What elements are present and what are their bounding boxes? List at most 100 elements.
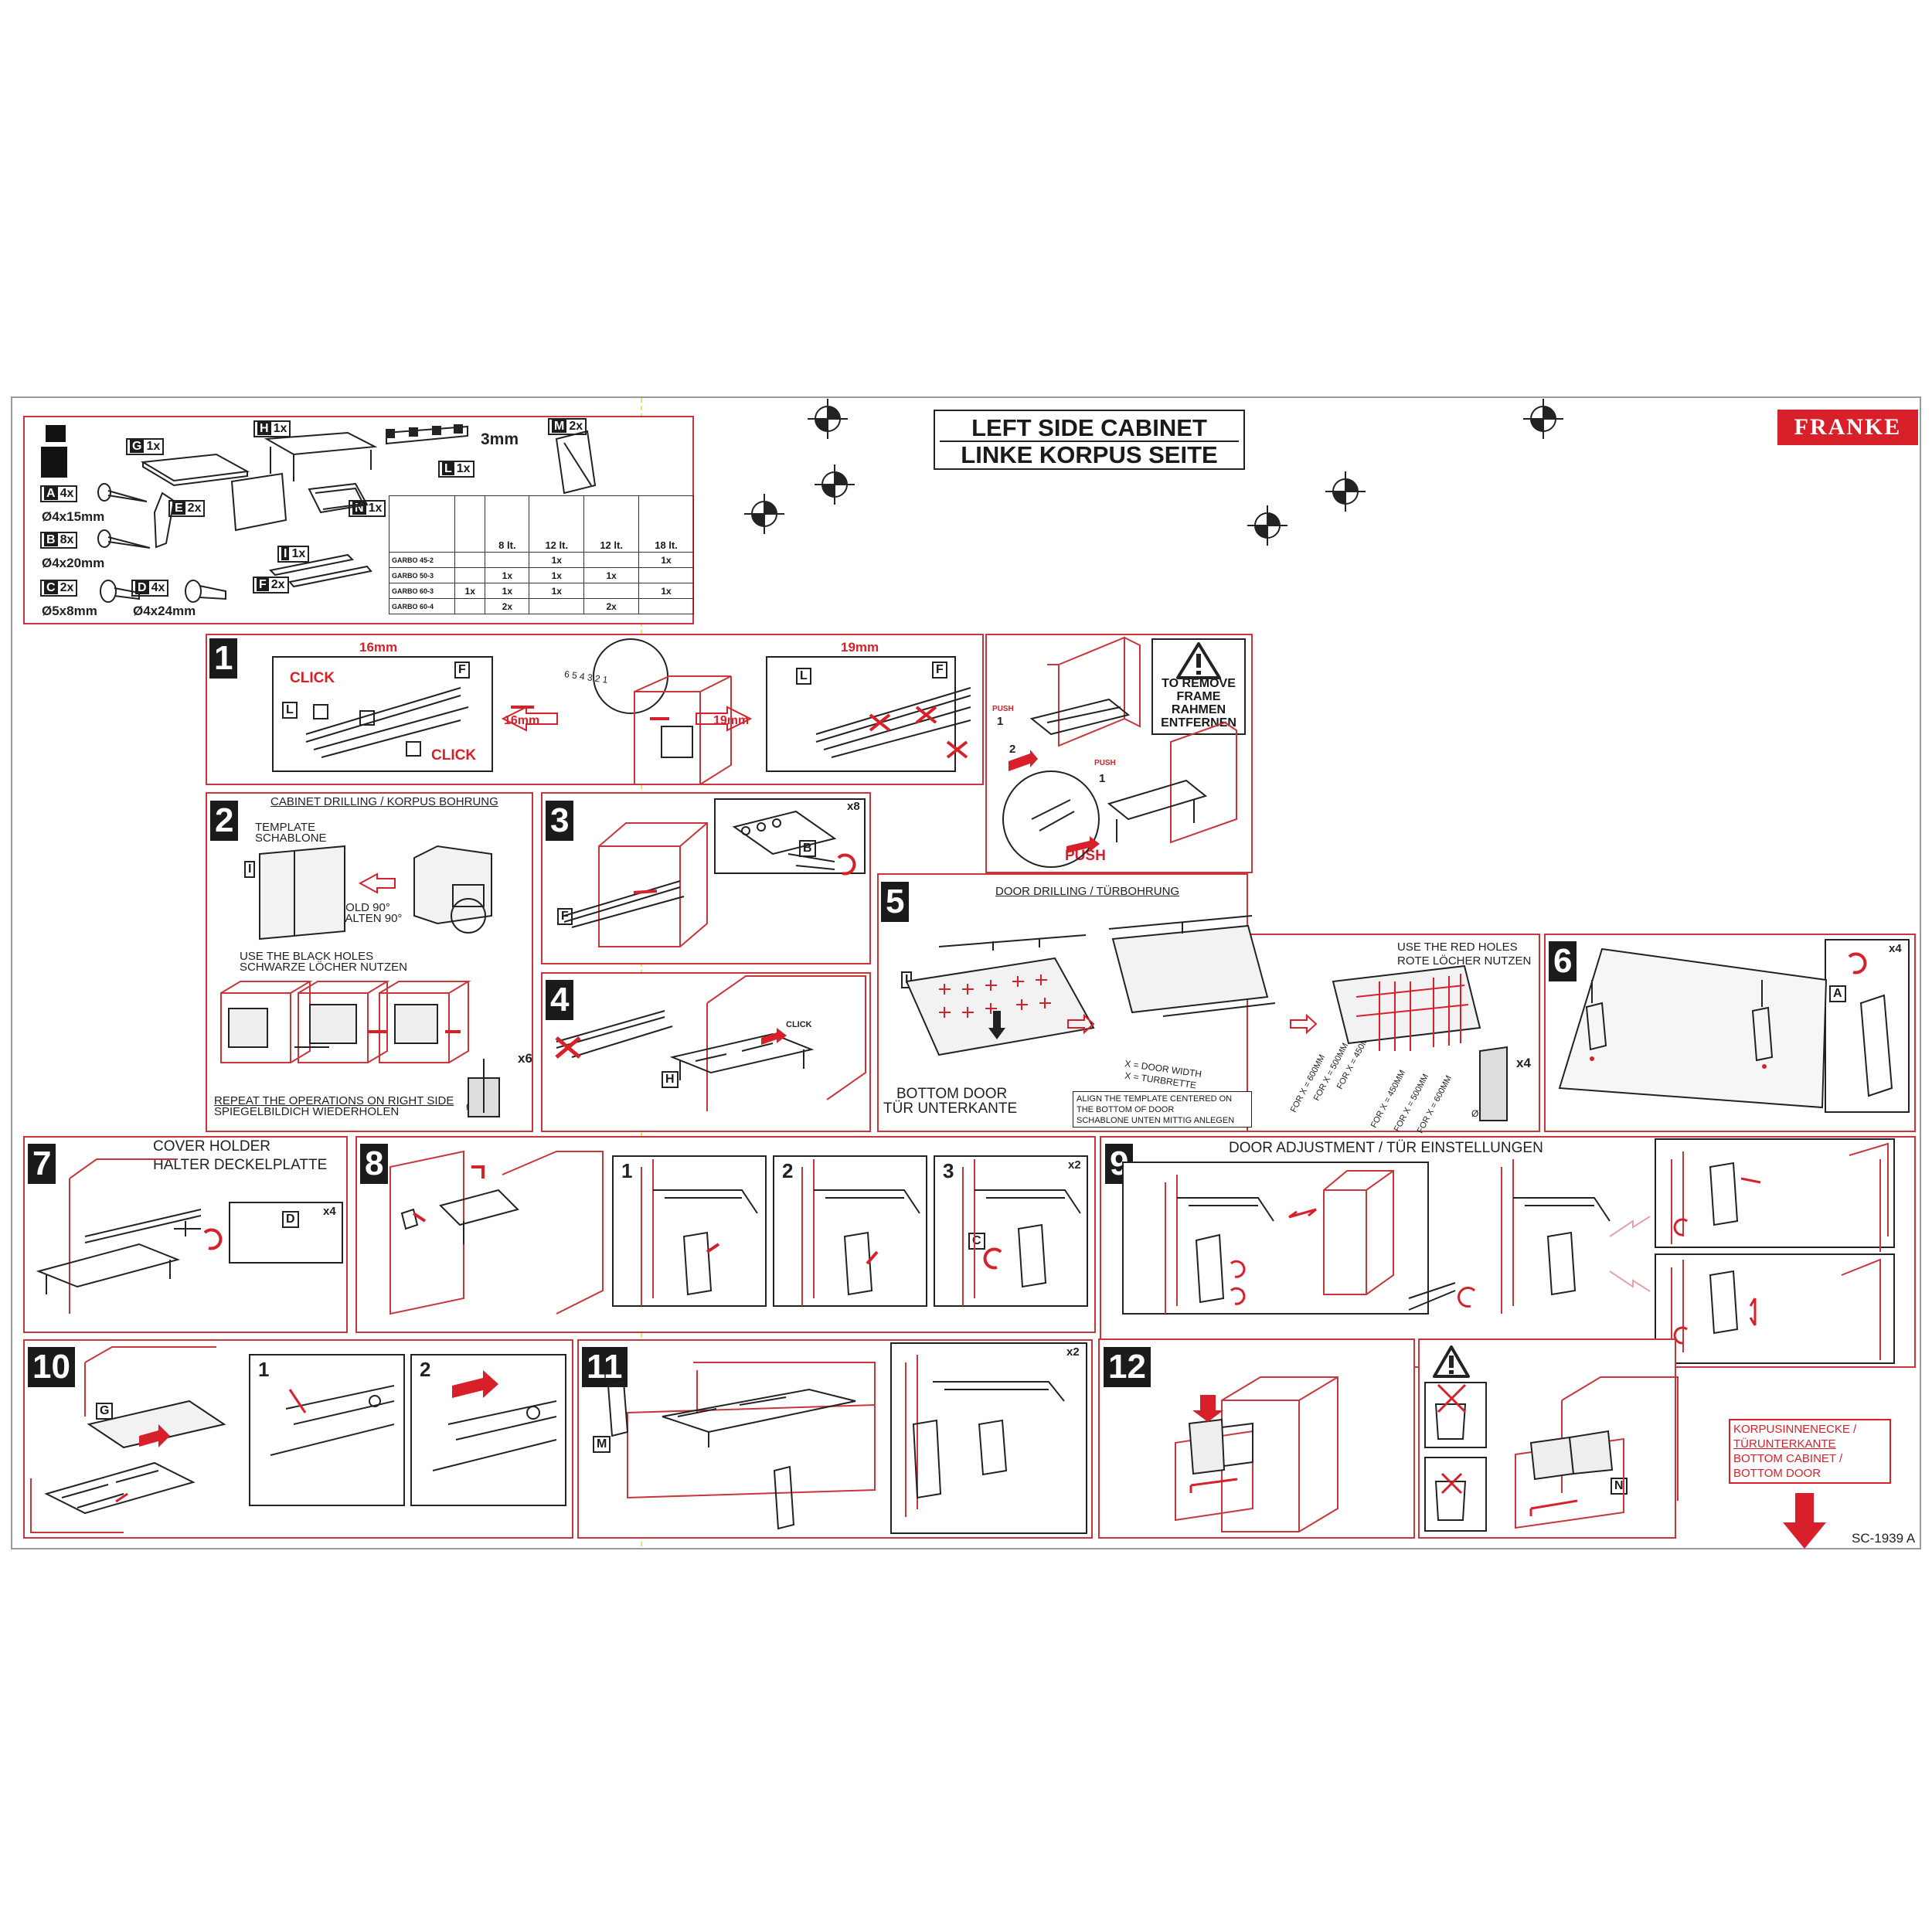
- arrow-down-icon: [1783, 1493, 1826, 1549]
- screw-icon: [185, 580, 226, 603]
- click-label: CLICK: [431, 747, 477, 764]
- screw-size-a: Ø4x15mm: [42, 509, 105, 524]
- step-number: 2: [210, 801, 239, 841]
- dimension-label: 16mm: [359, 640, 398, 655]
- step-1-drawings: [305, 638, 971, 785]
- door-depth-adjust: [1655, 1138, 1895, 1248]
- repeat-note: SPIEGELBILDICH WIEDERHOLEN: [214, 1105, 400, 1118]
- step-number: 1: [209, 638, 238, 679]
- sub-step-2: [773, 1155, 927, 1307]
- sub-step-number: 2: [415, 1358, 436, 1381]
- quantity-label: x2: [1068, 1158, 1081, 1172]
- no-hot-items-warning: [1424, 1382, 1487, 1448]
- screw-icon: [97, 529, 151, 549]
- title-line-de: LINKE KORPUS SEITE: [940, 440, 1239, 468]
- col-header: 12 lt.: [583, 495, 640, 553]
- step-title: DOOR ADJUSTMENT / TÜR EINSTELLUNGEN: [1229, 1140, 1543, 1156]
- page-title: LEFT SIDE CABINET LINKE KORPUS SEITE: [934, 410, 1245, 470]
- bottom-door-label: BOTTOM DOOR: [896, 1086, 1008, 1102]
- step-number: 11: [582, 1347, 628, 1387]
- step-number: 3: [546, 801, 574, 841]
- fold-label: FOLD 90°: [338, 901, 390, 914]
- sub-step-number: 1: [1099, 772, 1106, 785]
- bracket-detail: [890, 1342, 1087, 1534]
- template-label: SCHABLONE: [255, 832, 327, 845]
- warning-icon: [1176, 642, 1221, 679]
- step-2-panel: [206, 792, 533, 1132]
- title-line-en: LEFT SIDE CABINET: [971, 414, 1207, 441]
- step-7-drawings: [36, 1158, 223, 1314]
- sub-step-number: 1: [253, 1358, 274, 1381]
- step-4-panel: [541, 972, 871, 1132]
- sub-step-number: 1: [617, 1159, 638, 1182]
- step-12-drawings: [1175, 1376, 1679, 1532]
- step-8-drawings: [389, 1150, 1081, 1315]
- click-label: CLICK: [290, 670, 335, 686]
- fold-label: FALTEN 90°: [338, 912, 403, 925]
- step-number: 5: [881, 882, 910, 922]
- allen-key-size: 3mm: [481, 430, 519, 448]
- part-label: G: [96, 1403, 114, 1420]
- screw-icon: [97, 483, 148, 502]
- bin-quantity-table: 8 lt. 12 lt. 12 lt. 18 lt. GARBO 45-2 1x…: [389, 495, 694, 614]
- screw-drawings: [97, 483, 226, 603]
- step-11-drawings: [607, 1355, 1065, 1530]
- col-header: 12 lt.: [529, 495, 585, 553]
- no-heavy-items-warning: [1424, 1457, 1487, 1532]
- repeat-note: REPEAT THE OPERATIONS ON RIGHT SIDE: [214, 1094, 454, 1107]
- quantity-label: x6: [518, 1051, 532, 1066]
- screw-size-c: Ø5x8mm: [42, 604, 97, 618]
- step-title: DOOR DRILLING / TÜRBOHRUNG: [995, 885, 1180, 898]
- sub-step-3: [934, 1155, 1088, 1307]
- template-label: TEMPLATE: [255, 821, 316, 834]
- part-label: L: [282, 702, 298, 719]
- quantity-label: x4: [1889, 942, 1902, 955]
- quantity-label: x4: [1516, 1056, 1531, 1070]
- sub-step-number: 1: [997, 715, 1004, 728]
- step-number: 10: [28, 1347, 75, 1387]
- sub-step-number: 2: [777, 1159, 798, 1182]
- brand-logo: FRANKE: [1777, 410, 1918, 445]
- quantity-label: x4: [323, 1205, 336, 1218]
- screw-detail: [714, 798, 866, 874]
- table-row: GARBO 60-4 2x 2x: [389, 598, 694, 614]
- step-number: 6: [1549, 941, 1577, 981]
- step-4-drawings: [555, 975, 866, 1111]
- step-number: 4: [546, 980, 574, 1020]
- hint-text: USE THE BLACK HOLES: [240, 950, 374, 963]
- step-10-drawings: [30, 1346, 557, 1533]
- step-title: HALTER DECKELPLATTE: [153, 1157, 328, 1173]
- screw-size-b: Ø4x20mm: [42, 556, 105, 570]
- push-label: PUSH: [1094, 759, 1116, 767]
- quantity-label: x2: [1066, 1345, 1080, 1359]
- col-header: 8 lt.: [485, 495, 530, 553]
- screw-icon: [100, 580, 140, 603]
- screw-size-d: Ø4x24mm: [133, 604, 196, 618]
- step-number: 7: [28, 1144, 56, 1184]
- push-label: PUSH: [992, 705, 1014, 713]
- part-label: D: [282, 1211, 299, 1228]
- door-height-adjust: [1655, 1253, 1895, 1364]
- quantity-label: x8: [847, 800, 860, 813]
- part-label: H: [662, 1071, 679, 1088]
- part-label: C: [968, 1233, 985, 1250]
- part-label: M: [593, 1436, 611, 1453]
- sub-step-1: [249, 1354, 405, 1506]
- click-label: CLICK: [786, 1020, 812, 1029]
- sub-step-number: 3: [938, 1159, 959, 1182]
- bottom-door-label: TÜR UNTERKANTE: [883, 1100, 1018, 1117]
- door-side-adjust: [1122, 1162, 1429, 1315]
- hint-text: ROTE LÖCHER NUTZEN: [1397, 954, 1532, 968]
- step-3-drawings: [563, 810, 856, 947]
